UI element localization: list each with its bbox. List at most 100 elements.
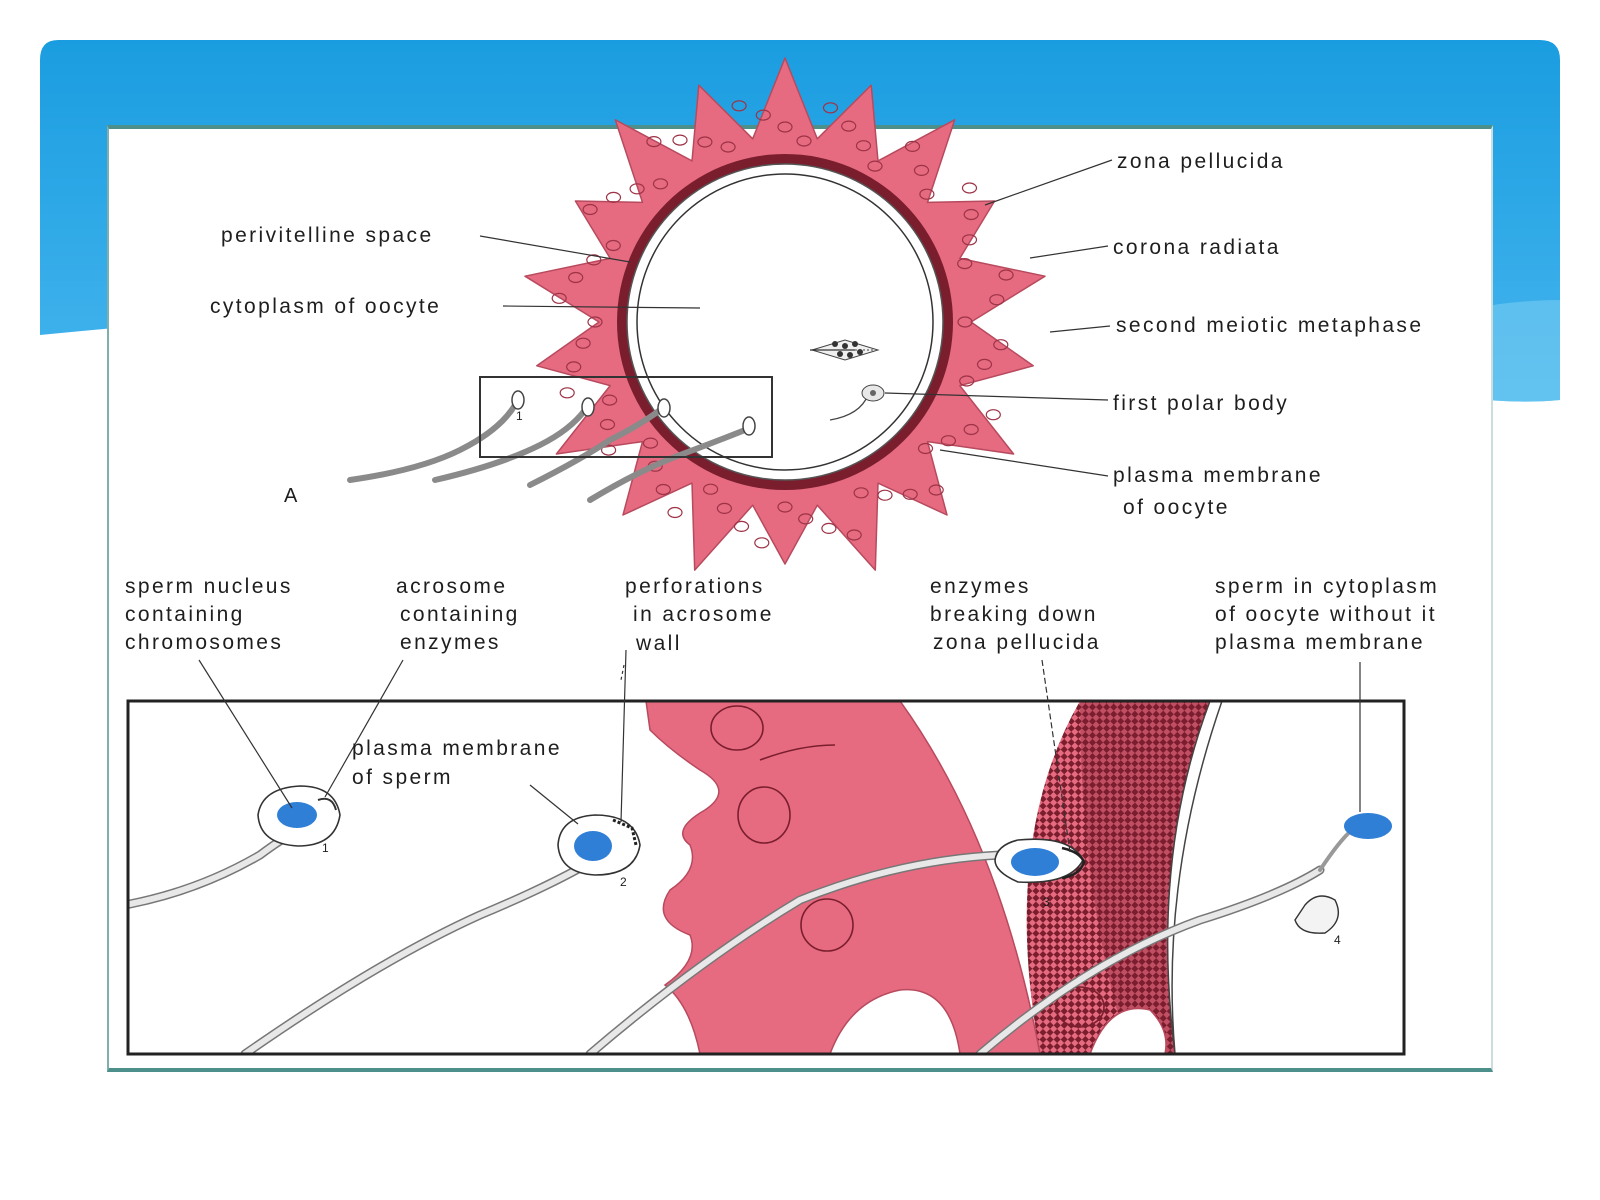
- corona-cell: [940, 435, 957, 447]
- corona-cell: [601, 394, 618, 406]
- label-sperm-nucleus-line1: sperm nucleus: [125, 575, 293, 598]
- label-enzymes-line2: breaking down: [930, 603, 1098, 626]
- corona-cell: [822, 102, 839, 114]
- corona-cells: [551, 100, 1014, 549]
- label-acrosome-line2: containing: [400, 603, 520, 626]
- corona-cell: [993, 339, 1009, 351]
- corona-cell: [599, 418, 616, 431]
- corona-cell: [796, 135, 812, 147]
- label-corona-radiata: corona radiata: [1113, 236, 1281, 259]
- corona-cell: [672, 134, 688, 146]
- corona-cell: [582, 203, 598, 216]
- corona-cell: [821, 522, 837, 535]
- label-second-meiotic-metaphase: second meiotic metaphase: [1116, 314, 1423, 337]
- oocyte-illustration: 1: [347, 57, 1046, 571]
- corona-cell: [959, 375, 975, 387]
- corona-cell: [963, 208, 979, 221]
- corona-cell: [985, 409, 1001, 421]
- label-perforations-line1: perforations: [625, 575, 765, 598]
- inset-frame: [126, 699, 1406, 1056]
- corona-cell: [998, 269, 1014, 281]
- corona-cell: [652, 178, 669, 190]
- corona-cell: [566, 361, 582, 373]
- stage-number-4: 4: [1334, 933, 1341, 947]
- corona-cell: [646, 136, 662, 148]
- corona-cell: [605, 191, 622, 203]
- corona-cell: [697, 136, 713, 148]
- label-acrosome-line1: acrosome: [396, 575, 507, 598]
- label-sperm-in-cytoplasm-line2: of oocyte without it: [1215, 603, 1437, 626]
- corona-cell: [605, 239, 621, 252]
- label-sperm-nucleus-line3: chromosomes: [125, 631, 283, 654]
- panel-a-leader-lines: [479, 159, 1113, 477]
- inset-corona-cells: [645, 701, 1041, 1054]
- panel-letter: A: [284, 485, 300, 507]
- corona-cell: [913, 164, 930, 176]
- panel-b-leader-lines: [198, 649, 1361, 853]
- first-polar-body-cell: [829, 384, 885, 421]
- label-sperm-nucleus-line2: containing: [125, 603, 245, 626]
- corona-cell: [587, 316, 603, 328]
- corona-cell: [957, 316, 973, 328]
- approaching-sperm-heads: [511, 390, 756, 436]
- label-plasma-membrane-oocyte-line2: of oocyte: [1123, 496, 1230, 519]
- corona-cell: [902, 488, 918, 500]
- corona-cell: [733, 520, 750, 533]
- corona-cell: [961, 234, 978, 246]
- corona-cell: [600, 444, 617, 456]
- corona-cell: [559, 387, 575, 399]
- corona-cell: [798, 513, 814, 525]
- label-enzymes-line1: enzymes: [930, 575, 1031, 598]
- label-perivitelline-space: perivitelline space: [221, 224, 434, 247]
- label-zona-pellucida: zona pellucida: [1117, 150, 1285, 173]
- label-cytoplasm-of-oocyte: cytoplasm of oocyte: [210, 295, 441, 318]
- corona-cell: [755, 109, 771, 121]
- corona-cell: [551, 292, 567, 304]
- corona-cell: [963, 423, 979, 436]
- stage-number-2: 2: [620, 875, 627, 889]
- corona-cell: [754, 537, 770, 549]
- corona-cell: [928, 484, 944, 496]
- stage-number-3: 3: [1043, 895, 1050, 909]
- corona-cell: [777, 121, 793, 133]
- corona-cell: [568, 271, 584, 284]
- label-enzymes-line3: zona pellucida: [933, 631, 1101, 654]
- corona-cell: [841, 120, 857, 132]
- inset-detail: [128, 701, 1354, 1054]
- inset-sperm-tails: [128, 827, 1354, 1054]
- approaching-sperm: [347, 402, 748, 503]
- corona-cell: [989, 294, 1005, 306]
- label-acrosome-line3: enzymes: [400, 631, 501, 654]
- label-sperm-in-cytoplasm-line1: sperm in cytoplasm: [1215, 575, 1439, 598]
- sperm-stage-3: [994, 838, 1086, 884]
- label-first-polar-body: first polar body: [1113, 392, 1289, 415]
- label-plasma-membrane-oocyte-line1: plasma membrane: [1113, 464, 1323, 487]
- corona-cell: [731, 100, 747, 112]
- label-plasma-membrane-sperm-line2: of sperm: [352, 766, 453, 789]
- corona-cell: [702, 483, 719, 495]
- corona-cell: [961, 182, 978, 194]
- label-sperm-in-cytoplasm-line3: plasma membrane: [1215, 631, 1425, 654]
- corona-cell: [867, 160, 883, 172]
- corona-cell: [919, 188, 935, 200]
- corona-cell: [655, 483, 671, 496]
- corona-cell: [642, 437, 659, 449]
- sperm-stage-4: [1294, 813, 1392, 934]
- corona-cell: [904, 140, 921, 152]
- corona-cell: [777, 501, 793, 513]
- corona-cell: [586, 254, 602, 266]
- corona-cell: [667, 506, 683, 519]
- corona-cell: [917, 442, 934, 455]
- sperm-stage-1: [257, 785, 341, 847]
- corona-cell: [716, 502, 733, 514]
- corona-cell: [720, 141, 736, 153]
- corona-cell: [629, 183, 645, 195]
- label-perforations-line3: wall: [635, 632, 682, 655]
- corona-cell: [575, 337, 591, 349]
- corona-cell: [855, 140, 872, 152]
- corona-cell: [846, 529, 862, 541]
- label-plasma-membrane-sperm-line1: plasma membrane: [352, 737, 562, 760]
- label-perforations-line2: in acrosome: [633, 603, 774, 626]
- oocyte-cytoplasm: [636, 173, 934, 471]
